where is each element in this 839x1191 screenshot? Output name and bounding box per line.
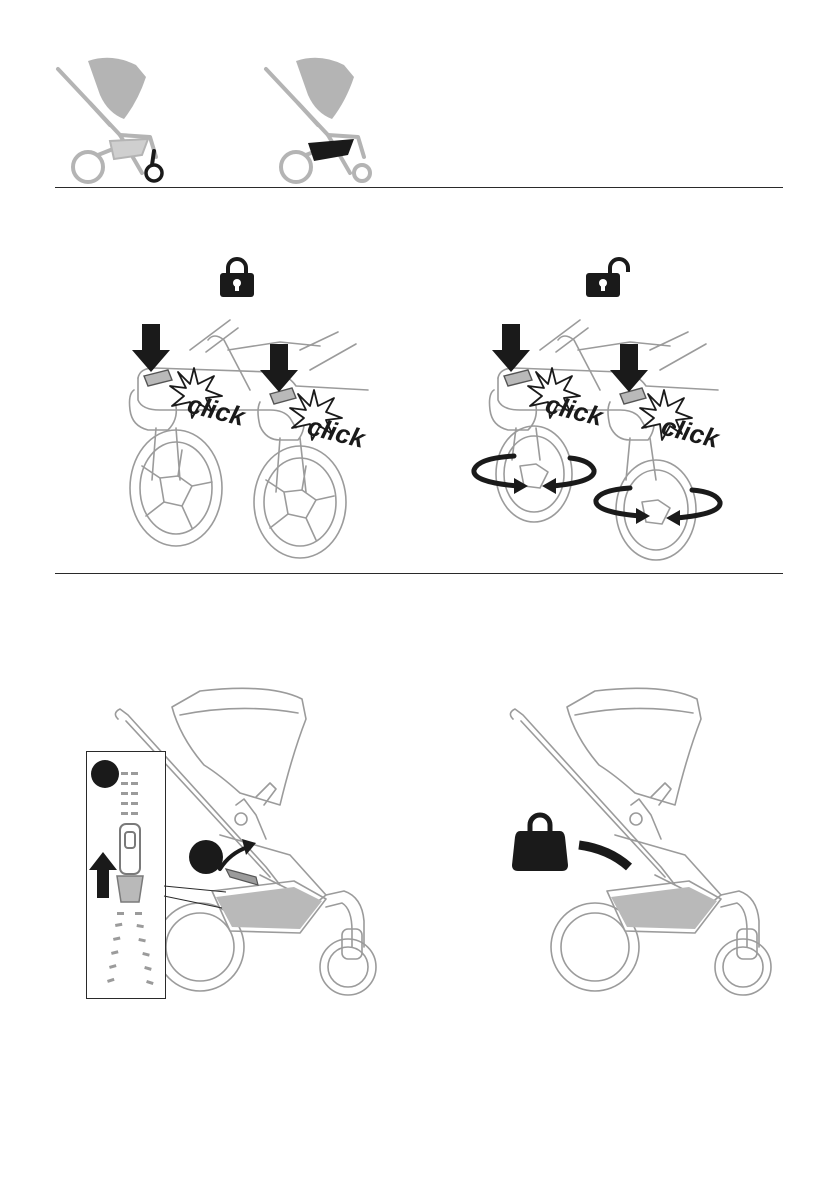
thumbnail-basket [258, 55, 388, 187]
click-label: click [185, 389, 250, 432]
padlock-open-icon [584, 256, 630, 298]
stroller-thumb-icon [50, 55, 180, 187]
click-label: click [659, 411, 724, 454]
wheels-unlocked-illustration: click click [470, 310, 740, 560]
up-arrow-icon [89, 852, 117, 898]
section-divider-middle [55, 573, 783, 574]
click-label: click [543, 389, 608, 432]
wheels-locked-illustration: click click [120, 310, 380, 560]
inset-connector-lines [160, 880, 230, 920]
section-divider-top [55, 187, 783, 188]
zipper-detail-inset [86, 751, 166, 999]
weight-icon [512, 815, 568, 871]
stroller-thumb-icon [258, 55, 388, 187]
thumbnail-front-wheel [50, 55, 180, 187]
step-marker-1 [91, 760, 119, 788]
padlock-closed-icon [218, 256, 256, 298]
click-label: click [305, 411, 370, 454]
